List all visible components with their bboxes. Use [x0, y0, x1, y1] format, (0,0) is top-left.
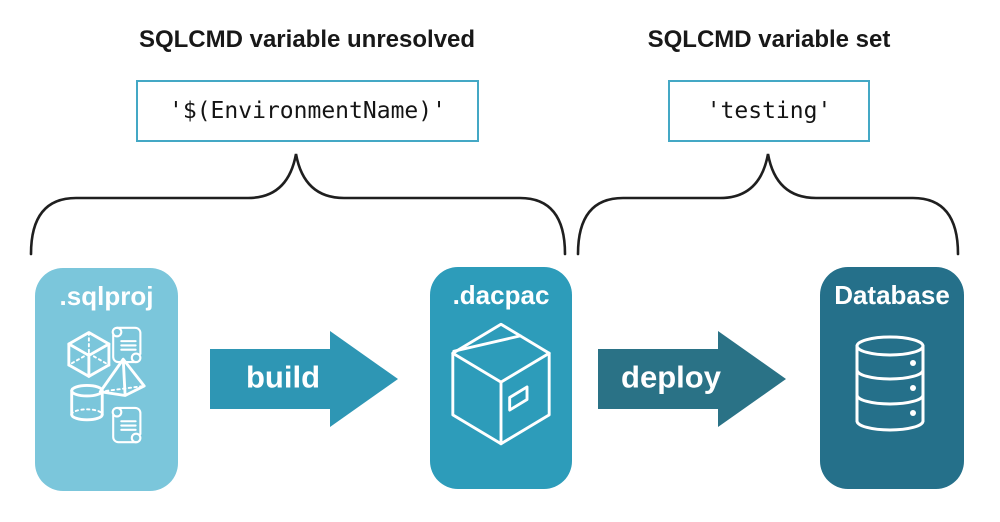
- database-cylinder-icon: [855, 335, 925, 432]
- scroll-icon: [111, 326, 142, 364]
- annotation-heading-unresolved: SQLCMD variable unresolved: [138, 26, 476, 53]
- scroll-icon: [111, 406, 142, 444]
- pyramid-icon: [98, 357, 146, 397]
- cube-icon: [67, 331, 111, 378]
- build-arrow-label: build: [245, 359, 321, 395]
- right-brace-icon: [576, 153, 960, 256]
- node-database-label: Database: [834, 280, 950, 310]
- left-brace-icon: [29, 153, 567, 256]
- code-value-unresolved: '$(EnvironmentName)': [169, 98, 446, 124]
- node-database: Database: [820, 267, 964, 489]
- build-arrow: build: [208, 328, 402, 430]
- node-sqlproj-label: .sqlproj: [59, 281, 154, 311]
- annotation-heading-set: SQLCMD variable set: [647, 26, 891, 53]
- node-dacpac: .dacpac: [430, 267, 572, 489]
- cylinder-icon: [70, 384, 104, 422]
- node-dacpac-label: .dacpac: [452, 280, 550, 310]
- build-arrow-icon: [210, 331, 398, 427]
- code-box-unresolved: '$(EnvironmentName)': [136, 80, 479, 142]
- deploy-arrow-icon: [598, 331, 786, 427]
- package-box-icon: [451, 322, 551, 446]
- code-box-set: 'testing': [668, 80, 870, 142]
- sql-project-shapes-icon: [67, 326, 146, 444]
- node-sqlproj: .sqlproj: [35, 268, 178, 491]
- deploy-arrow-label: deploy: [621, 359, 721, 395]
- code-value-set: 'testing': [706, 98, 832, 124]
- deploy-arrow: deploy: [596, 328, 790, 430]
